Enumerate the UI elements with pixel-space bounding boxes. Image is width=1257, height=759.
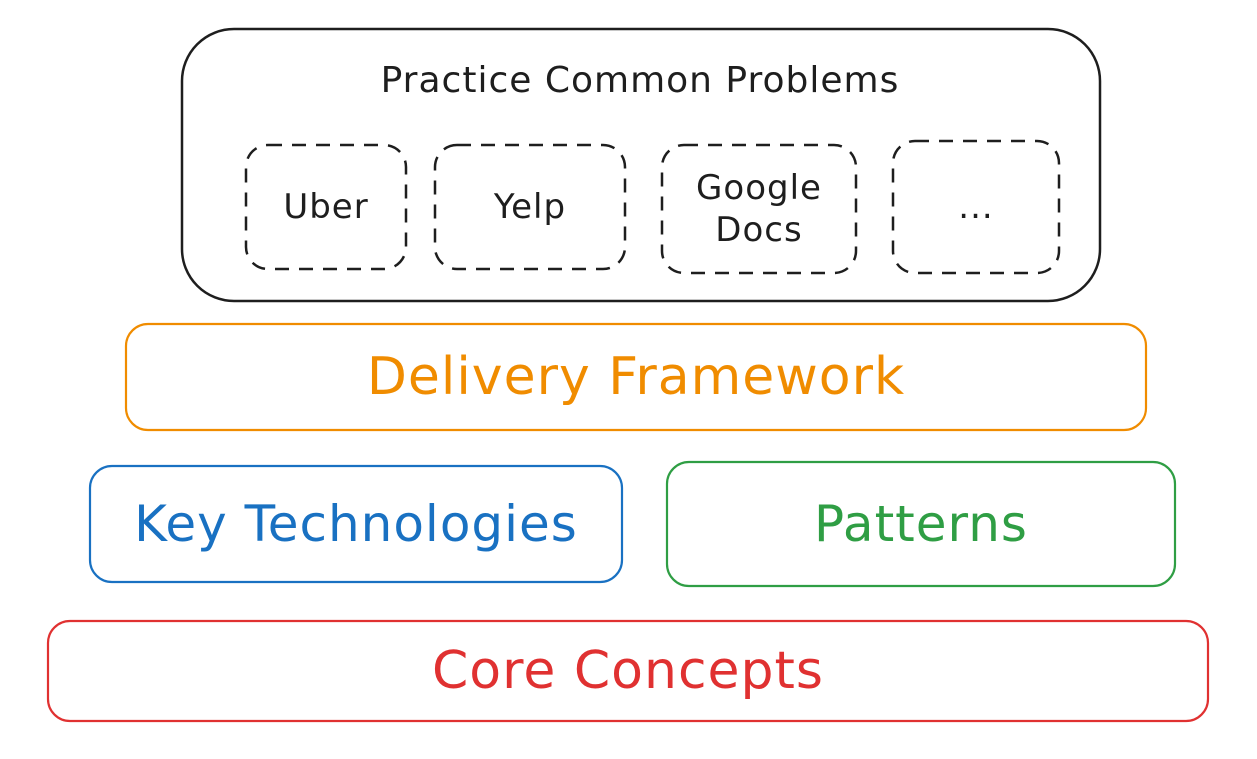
patterns-label: Patterns bbox=[814, 495, 1028, 553]
problem-box-google-docs bbox=[660, 143, 858, 275]
practice-box bbox=[180, 27, 1102, 303]
practice-title: Practice Common Problems bbox=[380, 59, 900, 101]
key-technologies-box bbox=[88, 464, 624, 584]
problem-box-yelp bbox=[433, 143, 627, 271]
core-concepts-box bbox=[46, 619, 1210, 723]
problem-box-uber bbox=[244, 143, 408, 271]
patterns-box bbox=[665, 460, 1177, 588]
core-concepts-label: Core Concepts bbox=[431, 641, 825, 701]
delivery-framework-box bbox=[124, 322, 1148, 432]
problem-box-more bbox=[891, 139, 1061, 275]
problem-label-yelp: Yelp bbox=[493, 187, 567, 227]
problem-label-more: ... bbox=[958, 187, 994, 227]
problem-label-google-docs: Google Docs bbox=[696, 168, 822, 250]
problem-label-uber: Uber bbox=[283, 187, 369, 227]
delivery-framework-label: Delivery Framework bbox=[366, 347, 906, 407]
key-technologies-label: Key Technologies bbox=[134, 495, 578, 553]
